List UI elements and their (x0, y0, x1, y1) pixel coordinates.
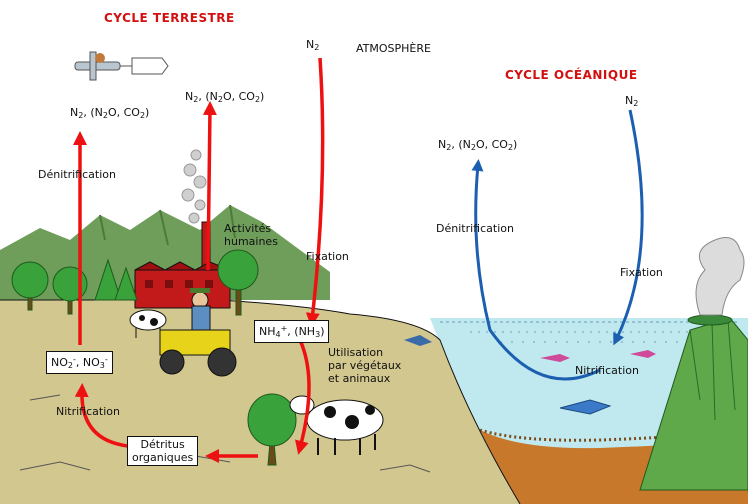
box-ammonium: NH4+, (NH3) (254, 320, 330, 343)
title-terrestrial-cycle: CYCLE TERRESTRE (104, 11, 235, 25)
label-nitrification-land: Nitrification (56, 405, 120, 418)
atmosphere-n2: N2 (306, 38, 320, 52)
label-nitrification-ocean: Nitrification (575, 364, 639, 377)
box-nitrite-nitrate: NO2-, NO3- (46, 351, 113, 374)
title-oceanic-cycle: CYCLE OCÉANIQUE (505, 68, 638, 82)
gas-mix-ocean: N2, (N2O, CO2) (438, 138, 518, 152)
gas-mix-land-right: N2, (N2O, CO2) (185, 90, 265, 104)
atmosphere-label: ATMOSPHÈRE (356, 42, 431, 55)
airplane-banner (74, 51, 169, 81)
gas-mix-land-left: N2, (N2O, CO2) (70, 106, 150, 120)
arrow-denitrification-ocean (471, 159, 601, 381)
label-denitrification-land: Dénitrification (38, 168, 116, 181)
volcano (639, 237, 748, 491)
tree-center (217, 249, 259, 316)
arrow-human-activities (202, 101, 217, 271)
ocean-n2: N2 (625, 94, 639, 108)
oceanic-arrows (471, 109, 644, 381)
label-fixation-land: Fixation (306, 250, 349, 263)
tractor-with-farmer (159, 288, 237, 377)
arrow-fixation-ocean (613, 109, 644, 346)
fish-group (404, 335, 656, 415)
label-denitrification-ocean: Dénitrification (436, 222, 514, 235)
factory (134, 221, 231, 309)
tree-bottom (247, 393, 297, 466)
cow-small (129, 309, 167, 338)
label-fixation-ocean: Fixation (620, 266, 663, 279)
arrow-nitrification-land (74, 383, 129, 448)
arrow-utilisation (295, 339, 311, 455)
ocean-surface-ripples (440, 321, 740, 343)
terrestrial-arrows (73, 57, 325, 463)
factory-smoke (181, 149, 207, 224)
arrow-fixation-land (305, 57, 325, 327)
